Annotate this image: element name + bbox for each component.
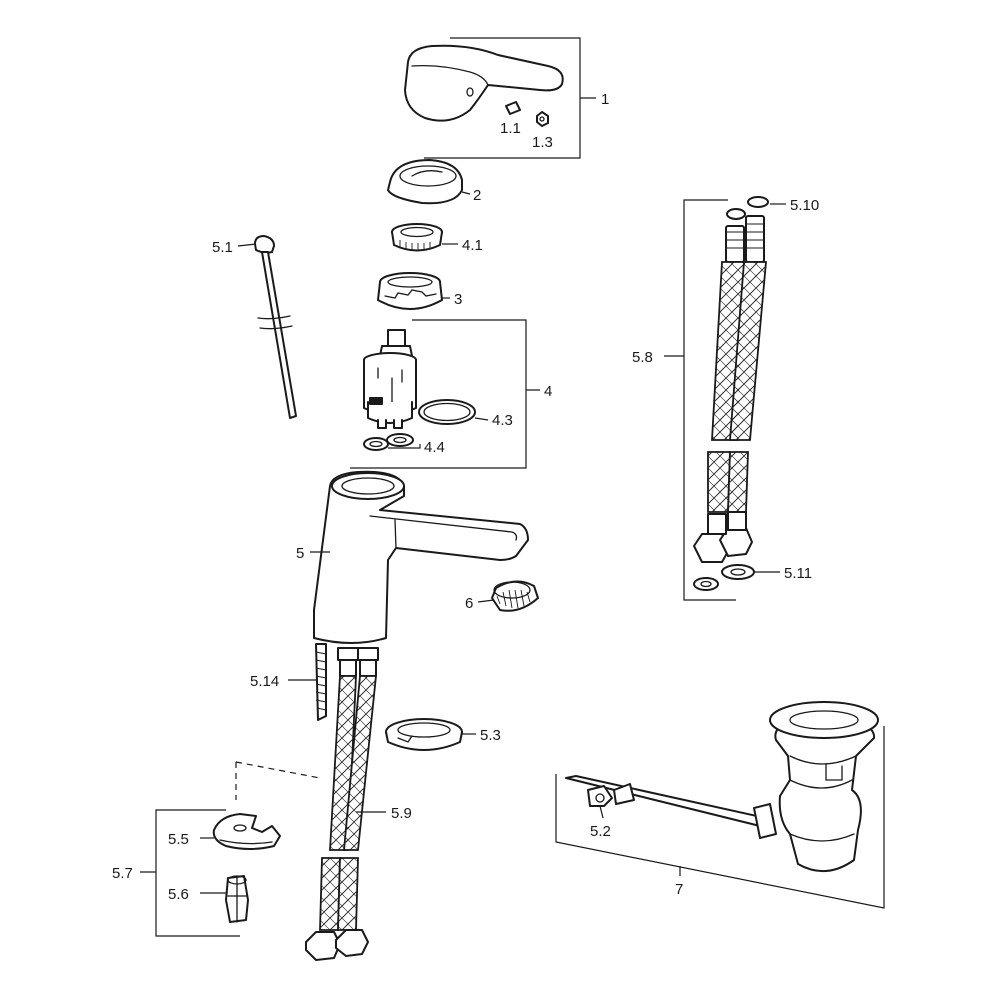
o-ring-4-3 xyxy=(418,399,476,425)
label-4-1: 4.1 xyxy=(462,237,483,254)
set-screw-1-3 xyxy=(536,111,549,127)
label-5-6: 5.6 xyxy=(168,886,189,903)
label-4: 4 xyxy=(544,383,552,400)
label-5-9: 5.9 xyxy=(391,805,412,822)
washers-5-11 xyxy=(693,564,755,591)
label-5-3: 5.3 xyxy=(480,727,501,744)
lever-handle xyxy=(404,44,564,122)
thread-ring-4-1 xyxy=(391,223,443,252)
leader-lines xyxy=(140,37,885,937)
label-3: 3 xyxy=(454,291,462,308)
label-5-7: 5.7 xyxy=(112,865,133,882)
aerator xyxy=(491,580,539,612)
label-5-2: 5.2 xyxy=(590,823,611,840)
label-5-11: 5.11 xyxy=(784,565,812,582)
threaded-stud-5-14 xyxy=(315,643,327,721)
seals-4-4 xyxy=(363,433,414,451)
supply-hoses-5-9 xyxy=(305,647,379,961)
label-2: 2 xyxy=(473,187,481,204)
label-5-5: 5.5 xyxy=(168,831,189,848)
label-4-4: 4.4 xyxy=(424,439,445,456)
label-5-1: 5.1 xyxy=(212,239,233,256)
cartridge xyxy=(363,329,417,429)
locking-nut-3 xyxy=(377,272,443,310)
label-7: 7 xyxy=(675,881,683,898)
label-4-3: 4.3 xyxy=(492,412,513,429)
part-labels: 1 1.1 1.3 2 4.1 3 4 4.3 4.4 5.1 5 6 5.14… xyxy=(112,91,819,903)
label-5-14: 5.14 xyxy=(250,673,279,690)
supply-hoses-5-8 xyxy=(693,196,769,563)
label-1-1: 1.1 xyxy=(500,120,521,137)
label-1-3: 1.3 xyxy=(532,134,553,151)
label-5-10: 5.10 xyxy=(790,197,819,214)
label-5: 5 xyxy=(296,545,304,562)
faucet-body xyxy=(313,470,529,644)
mounting-ring-5-3 xyxy=(385,718,463,751)
set-screw-1-1 xyxy=(505,101,521,115)
hex-nut-5-6 xyxy=(225,875,249,923)
cover-cap xyxy=(387,159,463,205)
fork-plate-5-5 xyxy=(212,813,281,850)
lift-rod-5-1 xyxy=(254,235,297,419)
label-5-8: 5.8 xyxy=(632,349,653,366)
label-1: 1 xyxy=(601,91,609,108)
label-6: 6 xyxy=(465,595,473,612)
guide-dashed-line xyxy=(235,761,321,800)
pop-up-waste-7 xyxy=(565,701,879,872)
